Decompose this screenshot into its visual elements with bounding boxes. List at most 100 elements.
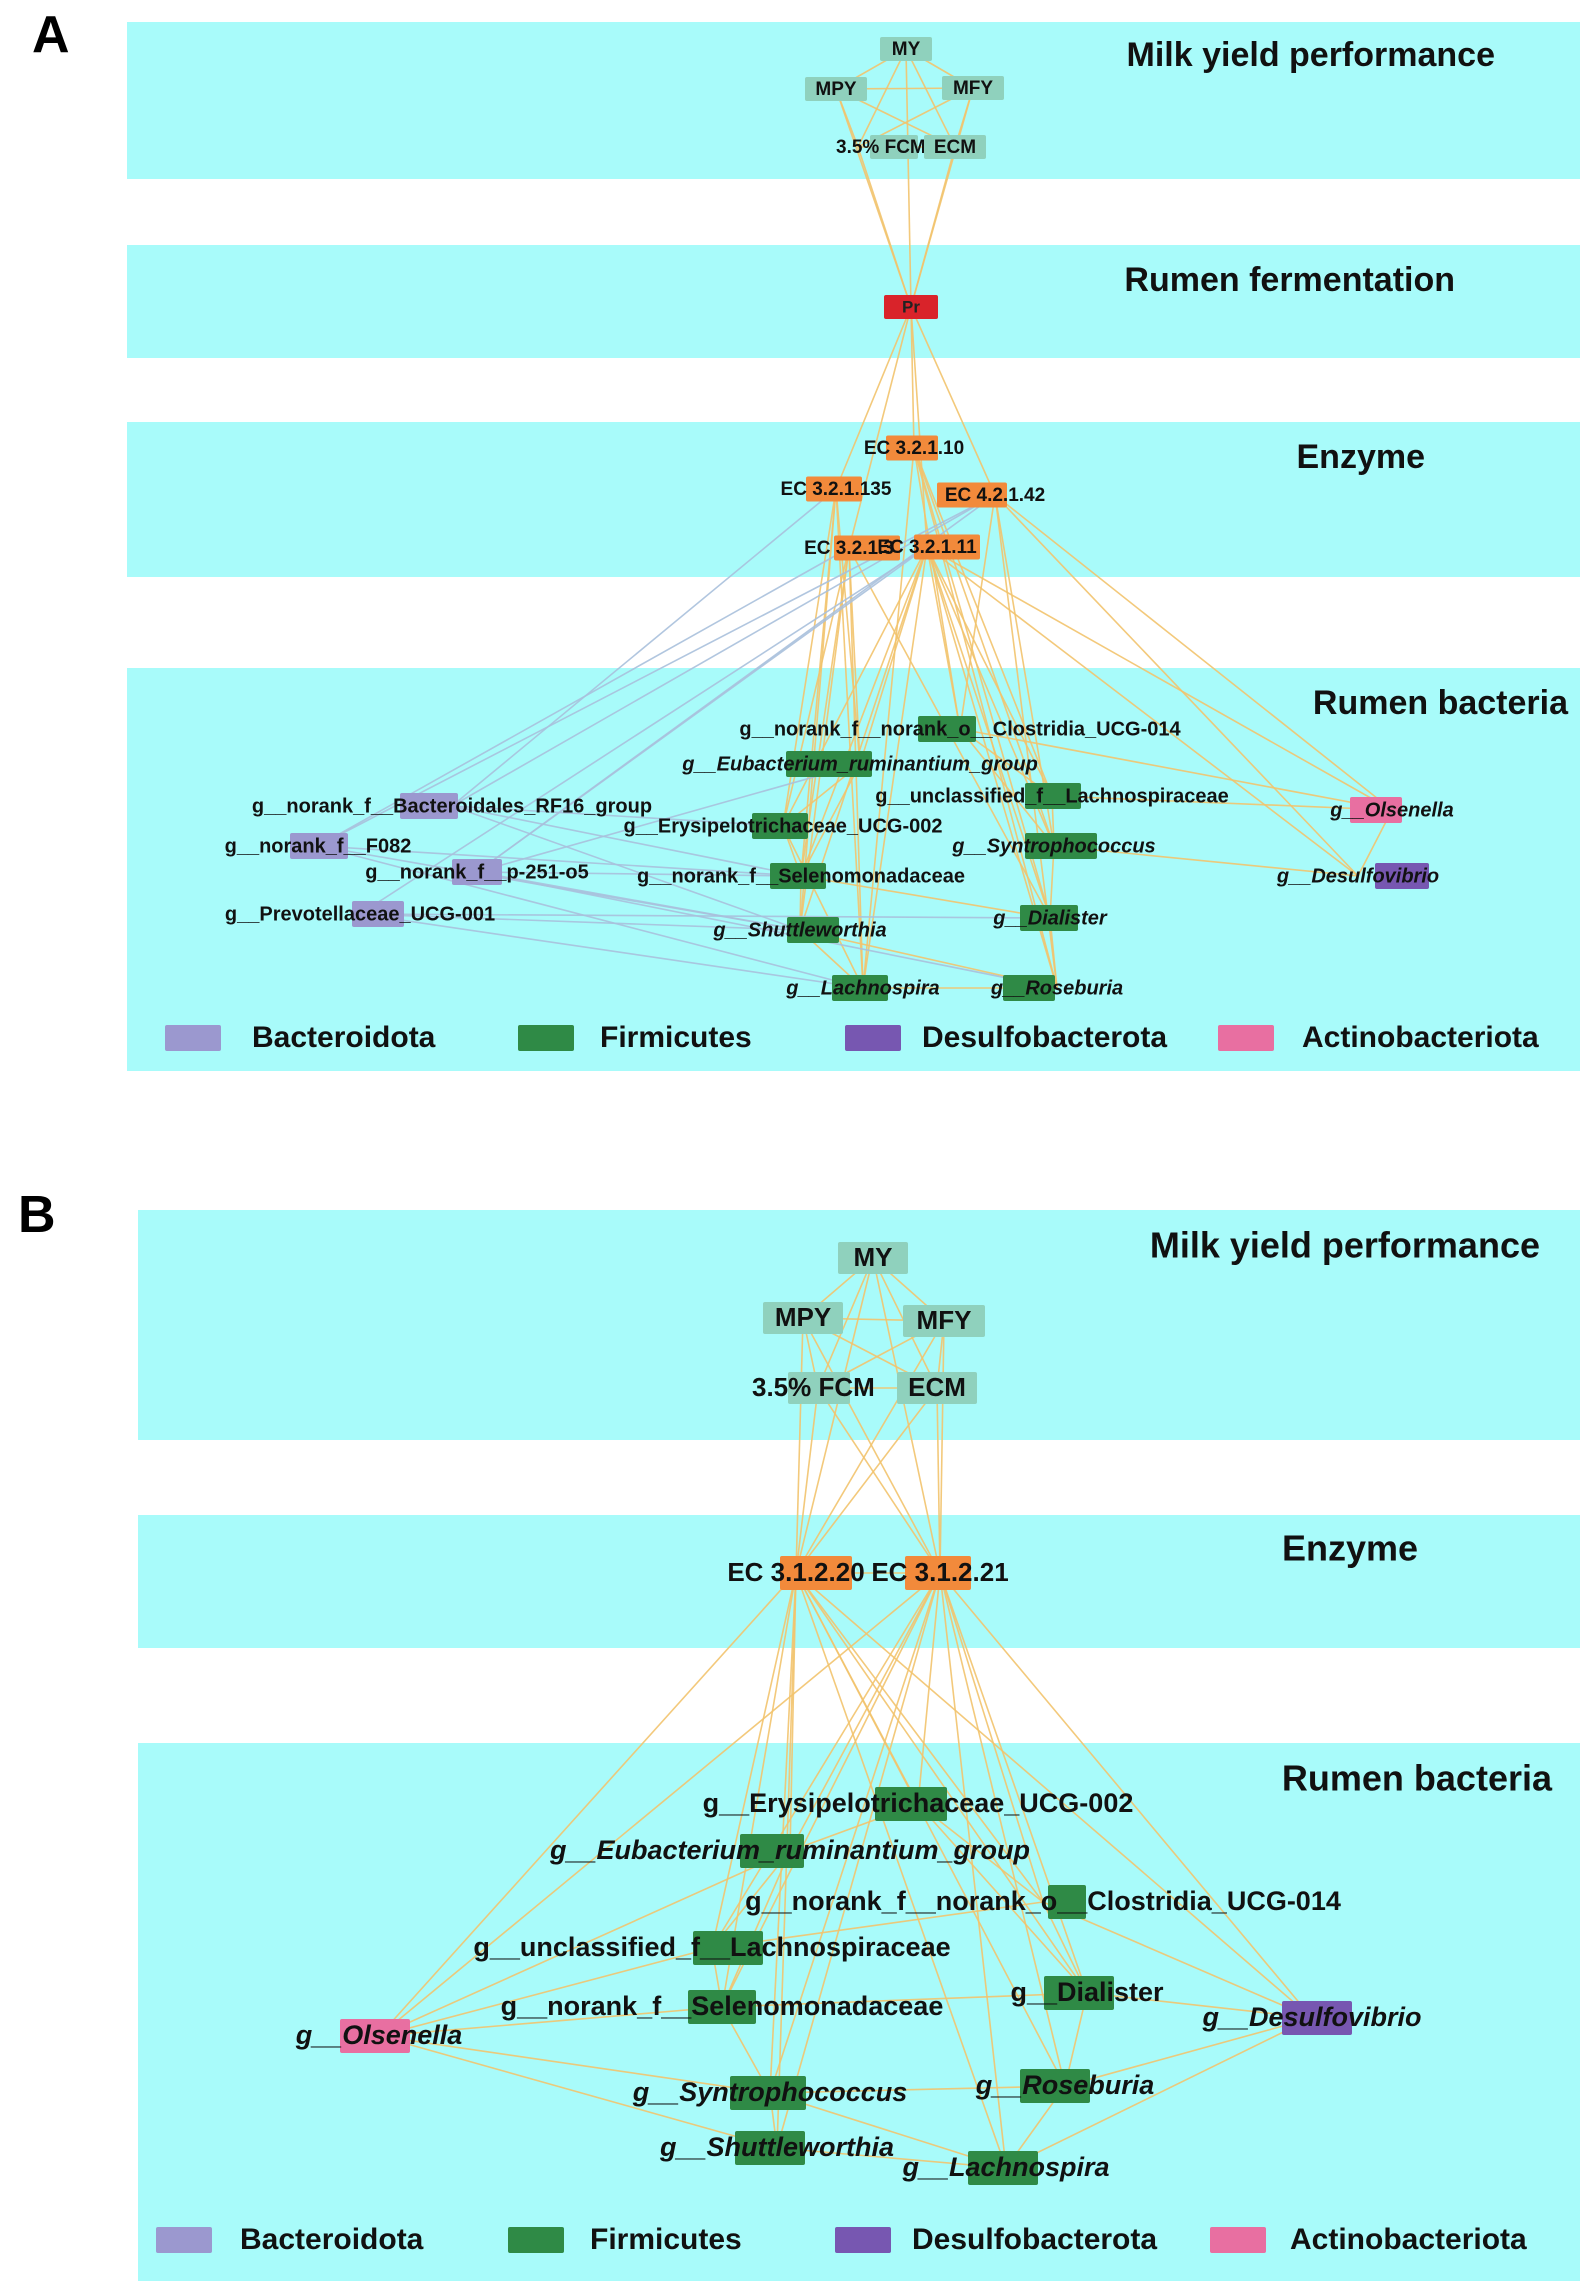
- edge-e42142-clos: [959, 494, 996, 730]
- edge-e32111-sele: [800, 546, 928, 877]
- edge-prev-shut: [359, 913, 801, 931]
- node-rose[interactable]: g__Roseburia: [990, 975, 1123, 1001]
- layer-label: Enzyme: [1282, 1528, 1418, 1569]
- edge-e3210-clos: [913, 447, 961, 730]
- node-box: [1020, 2069, 1090, 2103]
- legend-label: Firmicutes: [590, 2223, 742, 2256]
- edge-pr-e321135: [835, 306, 912, 490]
- node-mpy[interactable]: MPY: [763, 1302, 843, 1334]
- node-box: [838, 1242, 908, 1274]
- edge-e31221-synt: [769, 1572, 941, 2094]
- node-label: Pr: [902, 297, 920, 316]
- node-label: g__norank_f__Selenomonadaceae: [637, 865, 965, 887]
- node-e32111[interactable]: EC 3.2.1.11: [877, 534, 980, 560]
- node-ecm[interactable]: ECM: [924, 135, 986, 159]
- node-desu[interactable]: g__Desulfovibrio: [1276, 863, 1439, 889]
- edge-e32111-prev: [359, 546, 928, 915]
- panel-letter: A: [32, 6, 70, 64]
- node-box: [1003, 975, 1055, 1001]
- node-shut[interactable]: g__Shuttleworthia: [659, 2131, 894, 2165]
- node-pr[interactable]: Pr: [884, 295, 938, 319]
- node-prev[interactable]: g__Prevotellaceae_UCG-001: [225, 901, 495, 927]
- node-ols[interactable]: g__Olsenella: [295, 2019, 463, 2053]
- edge-bact16-erys: [451, 805, 784, 827]
- node-fcm[interactable]: 3.5% FCM: [752, 1372, 875, 1404]
- node-lacp[interactable]: g__Lachnospira: [901, 2151, 1110, 2185]
- node-label: g__Dialister: [992, 907, 1108, 929]
- edge-synt-lacp: [769, 2092, 1007, 2169]
- edge-e31220-ols: [378, 1572, 797, 2037]
- edge-my-ecm: [905, 48, 956, 148]
- node-box: [1048, 1885, 1086, 1919]
- node-label: EC 3.2.1.135: [781, 479, 892, 500]
- node-shut[interactable]: g__Shuttleworthia: [712, 917, 887, 943]
- edge-desu-clos: [1042, 1901, 1313, 2019]
- node-erys[interactable]: g__Erysipelotrichaceae_UCG-002: [703, 1787, 1134, 1821]
- edge-e31220-desu: [795, 1572, 1313, 2019]
- node-mfy[interactable]: MFY: [942, 76, 1004, 100]
- node-label: g__norank_f__norank_o__Clostridia_UCG-01…: [745, 1886, 1341, 1916]
- node-synt[interactable]: g__Syntrophococcus: [632, 2076, 908, 2110]
- edge-e31221-eub: [789, 1572, 941, 1852]
- node-box: [903, 1305, 985, 1337]
- node-lach[interactable]: g__unclassified_f__Lachnospiraceae: [875, 783, 1229, 809]
- node-e42142[interactable]: EC 4.2.1.42: [937, 482, 1045, 508]
- node-eub[interactable]: g__Eubacterium_ruminantium_group: [549, 1834, 1030, 1868]
- node-p251[interactable]: g__norank_f__p-251-o5: [365, 859, 589, 885]
- node-box: [290, 833, 348, 859]
- node-label: g__norank_f__Bacteroidales_RF16_group: [252, 795, 652, 817]
- node-box: [1044, 1976, 1114, 2010]
- legend-label: Desulfobacterota: [912, 2223, 1157, 2256]
- node-desu[interactable]: g__Desulfovibrio: [1201, 2001, 1422, 2035]
- band-rumen-bacteria: [127, 668, 1580, 1071]
- node-eub[interactable]: g__Eubacterium_ruminantium_group: [681, 751, 1038, 777]
- node-label: g__Roseburia: [975, 2070, 1155, 2100]
- node-lacp[interactable]: g__Lachnospira: [785, 975, 940, 1001]
- node-clos[interactable]: g__norank_f__norank_o__Clostridia_UCG-01…: [745, 1885, 1341, 1919]
- edge-erys-dial: [917, 1803, 1088, 1994]
- node-my[interactable]: MY: [838, 1242, 908, 1274]
- node-label: g__Lachnospira: [785, 977, 939, 999]
- edge-e32111-clos: [926, 546, 961, 730]
- node-ols[interactable]: g__Olsenella: [1329, 797, 1454, 823]
- node-erys[interactable]: g__Erysipelotrichaceae_UCG-002: [623, 813, 943, 839]
- node-box: [870, 135, 918, 159]
- node-dial[interactable]: g__Dialister: [1010, 1976, 1164, 2010]
- node-mfy[interactable]: MFY: [903, 1305, 985, 1337]
- node-fcm[interactable]: 3.5% FCM: [836, 135, 926, 159]
- node-sele[interactable]: g__norank_f__Selenomonadaceae: [637, 863, 965, 889]
- node-sele[interactable]: g__norank_f__Selenomonadaceae: [501, 1990, 944, 2024]
- node-dial[interactable]: g__Dialister: [992, 905, 1108, 931]
- legend-label: Actinobacteriota: [1302, 1021, 1539, 1054]
- node-ecm[interactable]: ECM: [897, 1372, 977, 1404]
- edge-my-e31221: [872, 1257, 941, 1574]
- node-label: g__norank_f__F082: [225, 835, 412, 857]
- edge-e31220-rose: [795, 1572, 1066, 2087]
- node-label: g__Erysipelotrichaceae_UCG-002: [703, 1788, 1134, 1818]
- edge-ols-shut: [378, 2035, 778, 2149]
- node-label: EC 4.2.1.42: [945, 485, 1045, 506]
- node-clos[interactable]: g__norank_f__norank_o__Clostridia_UCG-01…: [739, 716, 1182, 742]
- node-label: MFY: [917, 1305, 972, 1335]
- node-label: ECM: [908, 1372, 966, 1402]
- node-e3210[interactable]: EC 3.2.1.10: [864, 435, 964, 461]
- node-bact16[interactable]: g__norank_f__Bacteroidales_RF16_group: [252, 793, 652, 819]
- node-label: g__unclassified_f__Lachnospiraceae: [875, 785, 1229, 807]
- node-label: g__Lachnospira: [901, 2152, 1109, 2182]
- node-my[interactable]: MY: [880, 37, 932, 61]
- node-rose[interactable]: g__Roseburia: [975, 2069, 1155, 2103]
- node-e31221[interactable]: EC 3.1.2.21: [871, 1556, 1009, 1590]
- node-mpy[interactable]: MPY: [805, 77, 867, 101]
- node-box: [1282, 2001, 1352, 2035]
- node-lach[interactable]: g__unclassified_f__Lachnospiraceae: [473, 1931, 951, 1965]
- node-f082[interactable]: g__norank_f__F082: [225, 833, 412, 859]
- edge-erys-lacp: [782, 825, 864, 989]
- node-synt[interactable]: g__Syntrophococcus: [951, 833, 1156, 859]
- node-e321135[interactable]: EC 3.2.1.135: [781, 476, 892, 502]
- node-box: [968, 2151, 1038, 2185]
- panel-letter: B: [18, 1186, 56, 1244]
- node-e31220[interactable]: EC 3.1.2.20: [727, 1556, 865, 1590]
- node-e3213[interactable]: EC 3.2.1.3: [804, 535, 900, 561]
